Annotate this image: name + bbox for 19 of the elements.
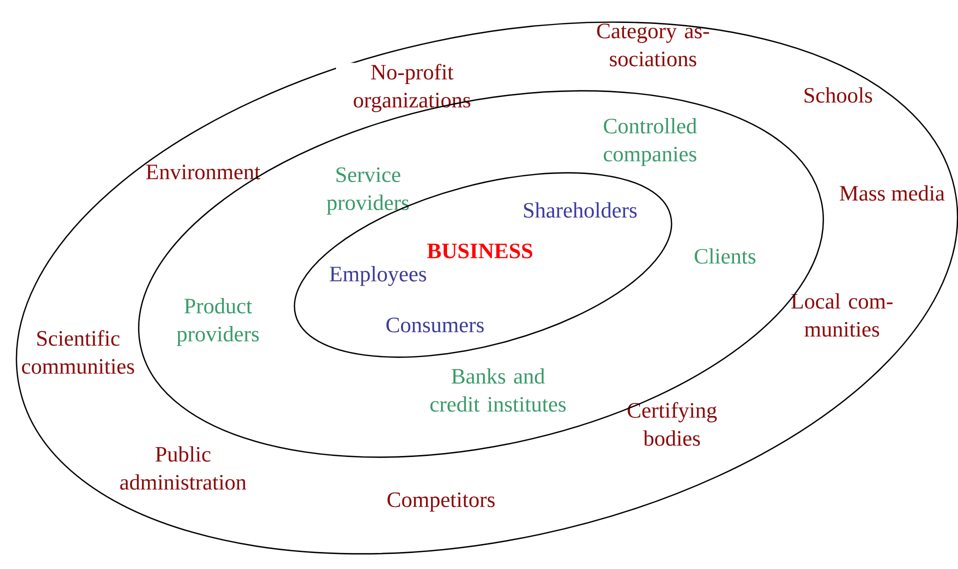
center-label: BUSINESS — [427, 244, 532, 258]
stakeholder-label: No-profit organizations — [336, 62, 488, 114]
stakeholder-label: Certifying bodies — [628, 402, 717, 446]
stakeholder-label: Clients — [694, 248, 756, 264]
stakeholder-label: Service providers — [326, 167, 409, 215]
stakeholder-label: Product providers — [176, 298, 259, 346]
stakeholder-label: Competitors — [388, 492, 495, 512]
stakeholder-label: Banks and credit institutes — [430, 368, 566, 412]
stakeholder-label: Shareholders — [524, 202, 637, 218]
stakeholder-label: Schools — [804, 87, 872, 103]
stakeholder-label: Category as- sociations — [597, 24, 710, 66]
stakeholder-label: Controlled companies — [604, 118, 697, 166]
stakeholder-label: Environment — [146, 164, 260, 180]
stakeholder-label: Consumers — [386, 318, 484, 332]
stakeholder-label: Employees — [330, 266, 426, 286]
stakeholder-label: Public administration — [120, 446, 246, 490]
stakeholder-label: Local com- munities — [791, 293, 893, 337]
stakeholder-label: Scientific communities — [22, 330, 134, 374]
stakeholder-label: Mass media — [840, 185, 945, 201]
